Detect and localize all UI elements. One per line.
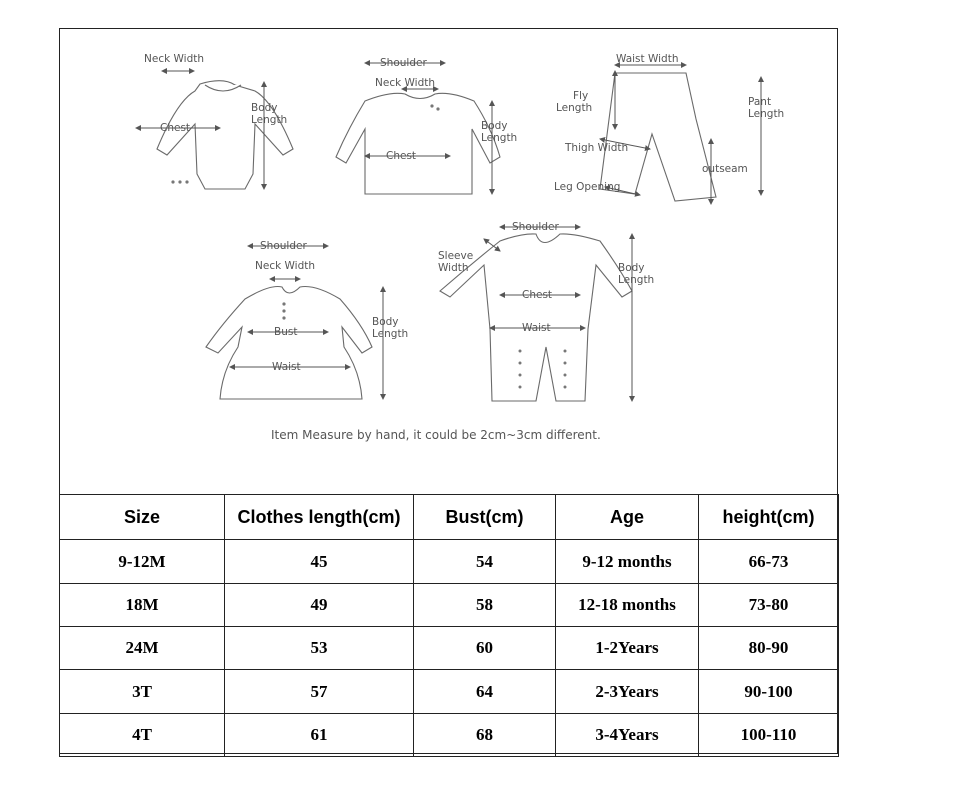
dress-illustration: Shoulder Neck Width Bust Waist Body Leng… xyxy=(205,240,408,400)
romper-sleeve-width-label: Width xyxy=(438,262,469,274)
cell-size: 18M xyxy=(59,583,225,627)
shirt-neck-width-label: Neck Width xyxy=(375,77,435,89)
header-size: Size xyxy=(59,494,225,540)
cell-size: 24M xyxy=(59,626,225,670)
romper-sleeve-label: Sleeve xyxy=(438,250,473,262)
shirt-chest-label: Chest xyxy=(386,150,416,162)
size-table: Size Clothes length(cm) Bust(cm) Age hei… xyxy=(59,494,839,757)
bodysuit-body-label: Body xyxy=(251,102,278,114)
shirt-illustration: Shoulder Neck Width Body Length Chest xyxy=(335,57,517,195)
pants-fly-length-label: Length xyxy=(556,102,592,114)
pants-outseam-label: outseam xyxy=(702,163,748,175)
cell-clothes-length: 53 xyxy=(224,626,414,670)
dress-length-label: Length xyxy=(372,328,408,340)
cell-clothes-length: 45 xyxy=(224,539,414,584)
bodysuit-length-label: Length xyxy=(251,114,287,126)
bodysuit-neck-width-label: Neck Width xyxy=(144,53,204,65)
bodysuit-illustration: Neck Width Body Length Chest xyxy=(135,53,294,190)
measurement-note: Item Measure by hand, it could be 2cm~3c… xyxy=(271,428,601,442)
header-age: Age xyxy=(555,494,699,540)
cell-age: 9-12 months xyxy=(555,539,699,584)
table-row: 4T 61 68 3-4Years 100-110 xyxy=(59,713,839,757)
header-bust: Bust(cm) xyxy=(413,494,556,540)
cell-size: 9-12M xyxy=(59,539,225,584)
romper-waist-label: Waist xyxy=(522,322,551,334)
dress-bust-label: Bust xyxy=(274,326,297,338)
dress-neck-width-label: Neck Width xyxy=(255,260,315,272)
pants-pant-label: Pant xyxy=(748,96,771,108)
bodysuit-chest-label: Chest xyxy=(160,122,190,134)
cell-size: 4T xyxy=(59,713,225,757)
cell-bust: 64 xyxy=(413,669,556,714)
romper-shoulder-label: Shoulder xyxy=(512,221,559,233)
shirt-shoulder-label: Shoulder xyxy=(380,57,427,69)
cell-age: 1-2Years xyxy=(555,626,699,670)
cell-clothes-length: 49 xyxy=(224,583,414,627)
pants-leg-opening-label: Leg Opening xyxy=(554,181,620,193)
cell-height: 80-90 xyxy=(698,626,839,670)
romper-length-label: Length xyxy=(618,274,654,286)
cell-bust: 58 xyxy=(413,583,556,627)
dress-shoulder-label: Shoulder xyxy=(260,240,307,252)
header-clothes-length: Clothes length(cm) xyxy=(224,494,414,540)
table-row: 9-12M 45 54 9-12 months 66-73 xyxy=(59,539,839,584)
cell-bust: 54 xyxy=(413,539,556,584)
cell-age: 12-18 months xyxy=(555,583,699,627)
romper-body-label: Body xyxy=(618,262,645,274)
shirt-body-label: Body xyxy=(481,120,508,132)
pants-fly-label: Fly xyxy=(573,90,588,102)
cell-age: 3-4Years xyxy=(555,713,699,757)
cell-bust: 68 xyxy=(413,713,556,757)
table-row: 18M 49 58 12-18 months 73-80 xyxy=(59,583,839,627)
size-chart-sheet: Neck Width Body Length Chest Shoulder Ne… xyxy=(59,28,839,757)
dress-waist-label: Waist xyxy=(272,361,301,373)
cell-height: 73-80 xyxy=(698,583,839,627)
cell-size: 3T xyxy=(59,669,225,714)
cell-bust: 60 xyxy=(413,626,556,670)
cell-height: 66-73 xyxy=(698,539,839,584)
dress-body-label: Body xyxy=(372,316,399,328)
table-row: 3T 57 64 2-3Years 90-100 xyxy=(59,669,839,714)
cell-clothes-length: 57 xyxy=(224,669,414,714)
header-height: height(cm) xyxy=(698,494,839,540)
cell-height: 90-100 xyxy=(698,669,839,714)
shirt-length-label: Length xyxy=(481,132,517,144)
table-row: 24M 53 60 1-2Years 80-90 xyxy=(59,626,839,670)
romper-illustration: Shoulder Sleeve Width Body Length Chest … xyxy=(438,221,654,402)
cell-age: 2-3Years xyxy=(555,669,699,714)
cell-height: 100-110 xyxy=(698,713,839,757)
pants-pant-length-label: Length xyxy=(748,108,784,120)
pants-thigh-width-label: Thigh Width xyxy=(564,142,628,154)
table-header-row: Size Clothes length(cm) Bust(cm) Age hei… xyxy=(59,494,839,540)
romper-chest-label: Chest xyxy=(522,289,552,301)
pants-illustration: Waist Width Fly Length Pant Length Thigh… xyxy=(554,53,784,205)
cell-clothes-length: 61 xyxy=(224,713,414,757)
pants-waist-width-label: Waist Width xyxy=(616,53,679,65)
measurement-diagram: Neck Width Body Length Chest Shoulder Ne… xyxy=(60,29,837,495)
